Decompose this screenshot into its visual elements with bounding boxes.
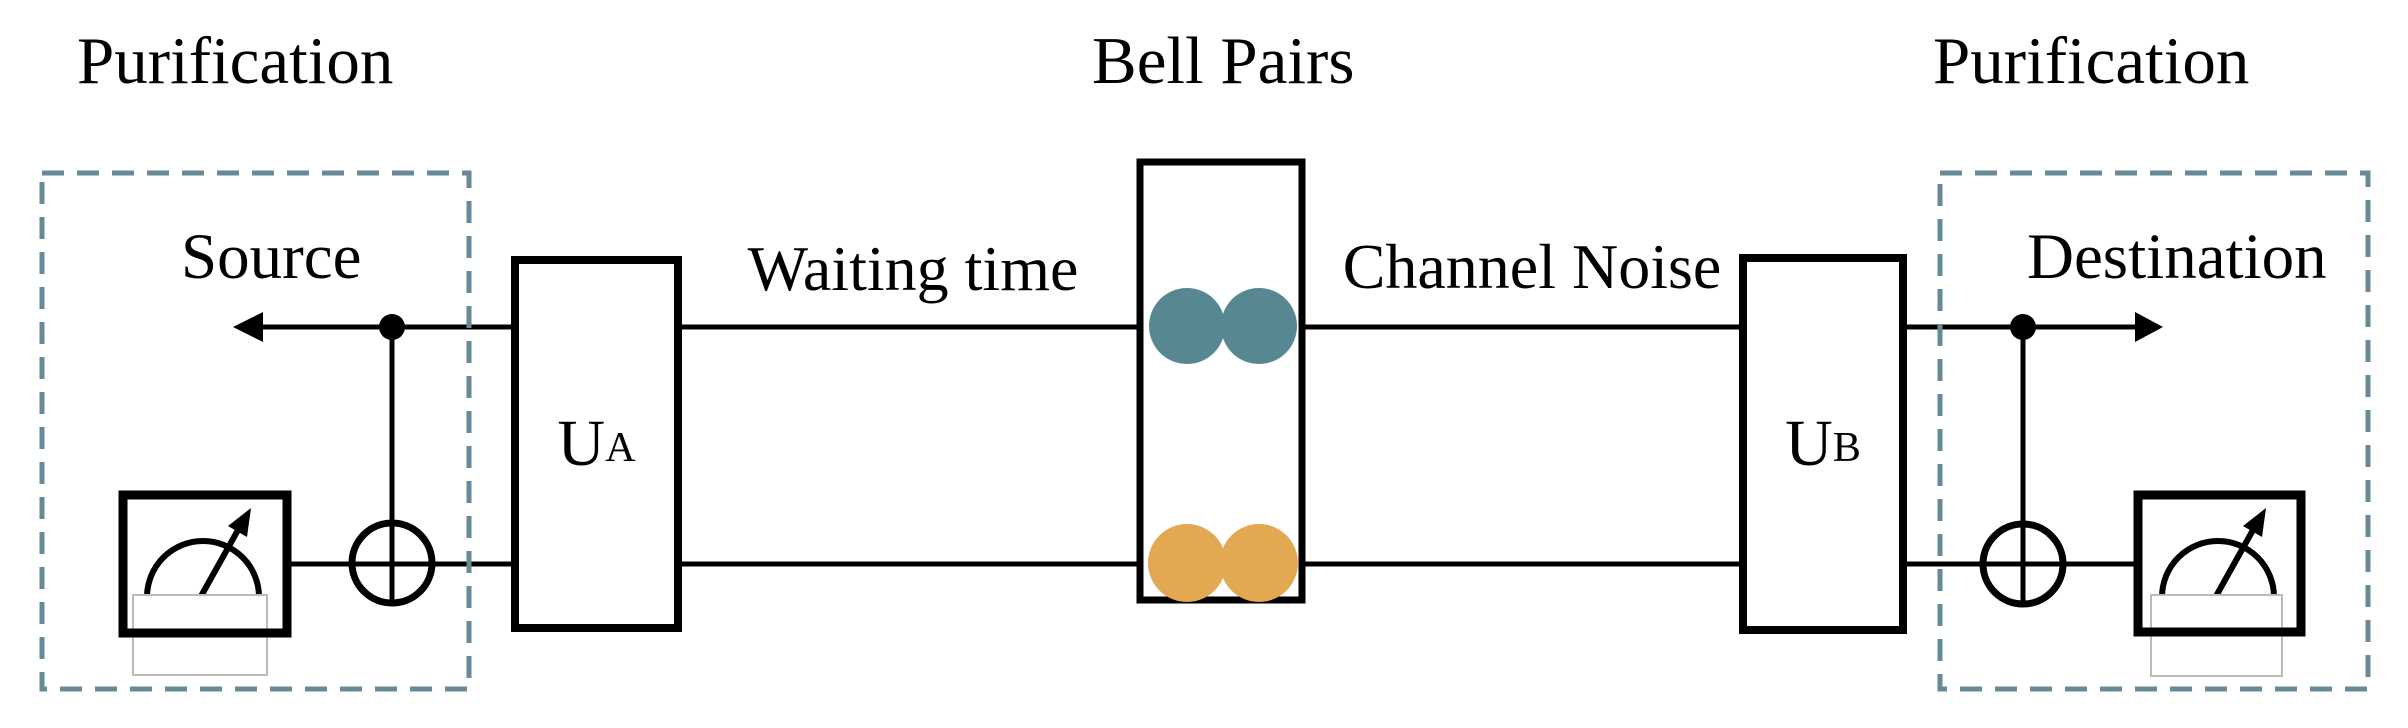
gate-box-ub bbox=[1739, 254, 1907, 634]
bell-pair-bottom-qubit-a bbox=[1148, 524, 1226, 602]
control-dot-icon bbox=[2010, 314, 2036, 340]
meter-box-frame bbox=[118, 490, 292, 638]
xor-target-icon bbox=[1979, 520, 2067, 608]
arrow-left-icon bbox=[233, 312, 263, 342]
gate-ub-sub: B bbox=[1832, 424, 1861, 472]
label-channel-noise: Channel Noise bbox=[1342, 231, 1722, 302]
meter-box-frame bbox=[2133, 490, 2306, 637]
bell-pair-top-qubit-a bbox=[1149, 288, 1225, 364]
purification-region-left bbox=[39, 170, 472, 692]
label-source: Source bbox=[181, 221, 362, 293]
meter-dial-arc bbox=[144, 538, 262, 598]
meter-needle bbox=[197, 528, 241, 600]
title-purification-left: Purification bbox=[77, 24, 394, 98]
gate-ua-base: U bbox=[557, 407, 606, 480]
purification-region-right bbox=[1937, 170, 2371, 692]
control-dot-icon bbox=[379, 314, 405, 340]
arrow-right-icon bbox=[2135, 312, 2163, 342]
gate-box-ua bbox=[511, 256, 682, 632]
meter-needle bbox=[2212, 528, 2256, 600]
bell-pairs-box bbox=[1136, 158, 1306, 604]
title-bell-pairs: Bell Pairs bbox=[1092, 24, 1355, 98]
xor-target-icon bbox=[348, 519, 436, 607]
bell-pair-top-qubit-b bbox=[1221, 288, 1297, 364]
gate-ua-sub: A bbox=[605, 424, 636, 472]
bell-pair-bottom-qubit-b bbox=[1220, 524, 1298, 602]
meter-needle-arrowhead bbox=[2243, 508, 2266, 537]
title-purification-right: Purification bbox=[1933, 24, 2250, 98]
label-waiting-time: Waiting time bbox=[747, 233, 1079, 304]
meter-needle-arrowhead bbox=[228, 508, 251, 537]
label-destination: Destination bbox=[2027, 221, 2327, 293]
gauge-icon bbox=[2133, 490, 2306, 677]
gate-ub-base: U bbox=[1785, 407, 1833, 480]
gauge-icon bbox=[118, 490, 292, 676]
meter-dial-arc bbox=[2159, 538, 2277, 598]
